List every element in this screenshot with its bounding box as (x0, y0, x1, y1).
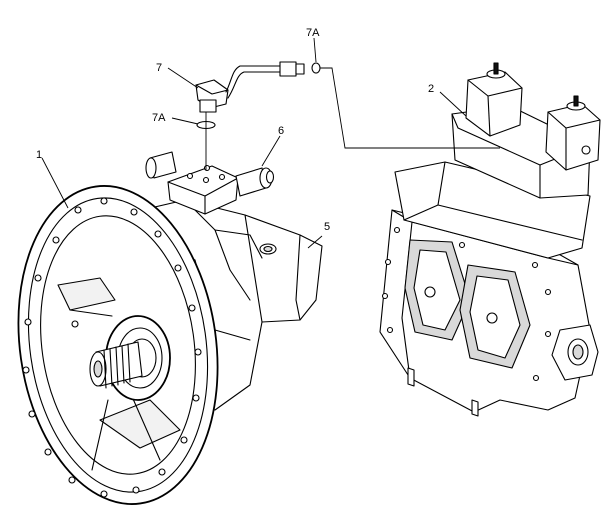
solenoid-valve (145, 151, 275, 197)
o-ring-top-icon (311, 62, 321, 74)
callout-1: 1 (36, 149, 42, 161)
callout-5: 5 (324, 221, 330, 233)
callout-7a-middle: 7A (152, 112, 166, 124)
leader-lines (41, 37, 500, 249)
control-valve-assembly (379, 62, 601, 417)
elbow-fitting-and-pipe (195, 61, 305, 113)
callout-2: 2 (428, 83, 434, 95)
callout-6: 6 (278, 125, 284, 137)
callout-7a-top: 7A (306, 27, 320, 39)
splined-drive-shaft (89, 315, 171, 401)
callout-7: 7 (156, 62, 162, 74)
